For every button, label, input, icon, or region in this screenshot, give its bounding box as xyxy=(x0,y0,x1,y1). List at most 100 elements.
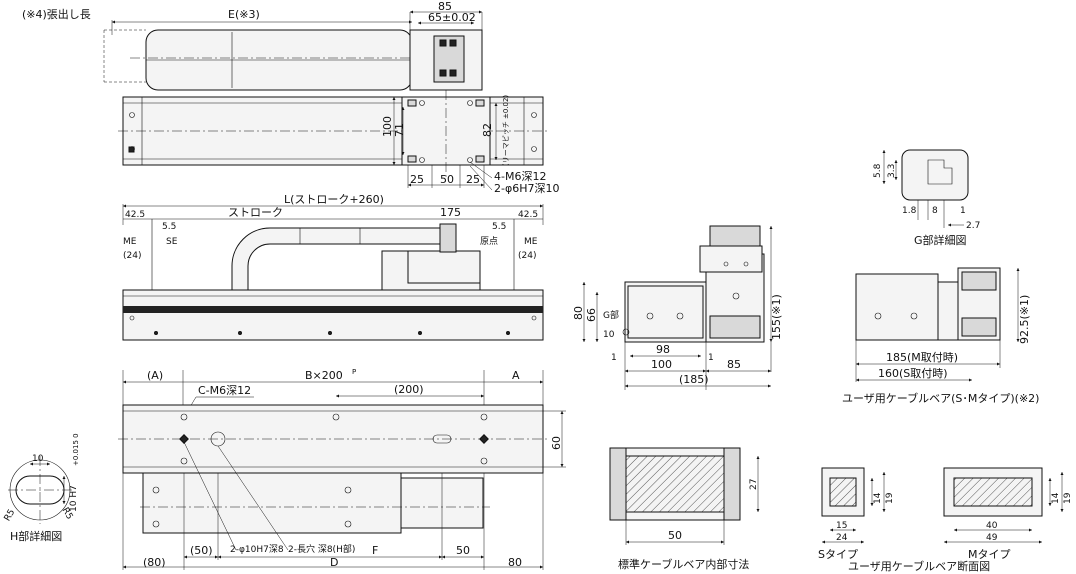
d33-label: 3.3 xyxy=(887,164,897,178)
a-left-label: (A) xyxy=(147,369,163,382)
m185-label: 185(M取付時) xyxy=(886,351,958,364)
a-right-label: A xyxy=(512,369,520,382)
d185-label: (185) xyxy=(679,373,709,386)
s-type-inner xyxy=(829,477,857,507)
pin-bottom-label: 2-φ10H7深8 xyxy=(230,544,284,555)
end-view: 155(※1) 80 66 G部 10 1 98 1 100 85 (185) xyxy=(572,225,783,390)
me-right-label: ME xyxy=(524,237,538,247)
side-view: L(ストローク+260) 42.5 5.5 ストローク 175 5.5 42.5… xyxy=(122,193,544,341)
d25a-label: 25 xyxy=(410,173,424,186)
f-label: F xyxy=(372,544,378,557)
rail-pitch-label: (リーマピッチ ±0.02) xyxy=(502,95,510,166)
g-detail: 5.8 3.3 1.8 8 1 2.7 G部詳細図 xyxy=(873,149,980,247)
h82-label: 82 xyxy=(481,123,494,137)
bottom-view: (A) B×200 P A (200) C-M6深12 60 2-φ10H7深8 xyxy=(118,368,566,570)
d98-label: 98 xyxy=(656,343,670,356)
s-w15-label: 15 xyxy=(836,521,847,531)
motor-bracket xyxy=(142,472,402,534)
m-type-label: Mタイプ xyxy=(968,548,1011,561)
overhang-label: (※4)張出し長 xyxy=(22,7,91,21)
s-type-section: 14 19 15 24 Sタイプ xyxy=(818,467,895,561)
m-w49-label: 49 xyxy=(986,533,998,543)
h-tol-label: +0.015 0 xyxy=(72,433,80,466)
d1b-label: 1 xyxy=(708,353,714,363)
d175-label: 175 xyxy=(440,206,461,219)
g-part-label: G部 xyxy=(603,309,619,321)
d58-label: 5.8 xyxy=(873,163,883,178)
s-w24-label: 24 xyxy=(836,533,848,543)
h-detail-caption: H部詳細図 xyxy=(10,529,62,543)
tap-top-label: 4-M6深12 xyxy=(494,170,546,183)
g-detail-caption: G部詳細図 xyxy=(914,233,967,247)
e-dimension: E(※3) xyxy=(228,8,260,21)
origin-label: 原点 xyxy=(480,236,498,247)
h925-label: 92.5(※1) xyxy=(1018,295,1031,344)
d18-label: 1.8 xyxy=(902,206,917,216)
h155-label: 155(※1) xyxy=(770,294,783,340)
s160-label: 160(S取付時) xyxy=(878,367,948,380)
d8-label: 8 xyxy=(932,206,938,216)
m-type-section: 14 19 40 49 Mタイプ ユーザ用ケーブルベア断面図 xyxy=(848,467,1073,573)
h-h10-label: 10 H7 xyxy=(69,485,79,512)
se-label: SE xyxy=(166,237,178,247)
h66-label: 66 xyxy=(585,308,598,322)
d1a-label: 1 xyxy=(611,353,617,363)
stroke-label: ストローク xyxy=(228,206,283,219)
w65-label: 65±0.02 xyxy=(428,11,476,24)
r5a-label: R5 xyxy=(3,508,18,523)
h10-label: 10 xyxy=(603,330,615,340)
h100-label: 100 xyxy=(381,116,394,137)
s-type-label: Sタイプ xyxy=(818,548,858,561)
cable-loop xyxy=(231,227,441,291)
pin-top-label: 2-φ6H7深10 xyxy=(494,182,560,195)
std-cable-caption: 標準ケーブルベア内部寸法 xyxy=(618,557,749,571)
s-h14-label: 14 xyxy=(873,492,883,504)
d-dim-label: D xyxy=(330,556,338,569)
s-h19-label: 19 xyxy=(885,492,895,504)
h-detail: 10 10 H7 +0.015 0 R5 R5 H部詳細図 xyxy=(3,433,80,543)
top-view: (※4)張出し長 E(※3) 85 65±0.02 xyxy=(22,0,560,195)
d50a-label: (50) xyxy=(190,544,213,557)
belt-cover xyxy=(123,306,543,313)
l-dimension: L(ストローク+260) xyxy=(284,193,384,206)
slot-label: 2-長穴 深8(H部) xyxy=(288,543,355,555)
user-cable-caption: ユーザ用ケーブルベア(S･Mタイプ)(※2) xyxy=(842,391,1039,405)
d80l-label: (80) xyxy=(143,556,166,569)
std-cable-section: 27 50 標準ケーブルベア内部寸法 xyxy=(609,447,760,571)
m-type-caption: ユーザ用ケーブルベア断面図 xyxy=(848,559,990,573)
d25b-label: 25 xyxy=(466,173,480,186)
d1-label: 1 xyxy=(960,206,966,216)
d42r-label: 42.5 xyxy=(518,210,538,220)
g-profile xyxy=(901,149,969,201)
d24l-label: (24) xyxy=(123,251,141,261)
h-w10-label: 10 xyxy=(32,454,44,464)
d27-label: 2.7 xyxy=(966,221,980,231)
std-w50-label: 50 xyxy=(668,529,682,542)
m-type-inner xyxy=(953,477,1033,507)
m-h19-label: 19 xyxy=(1063,492,1073,504)
d42l-label: 42.5 xyxy=(125,210,145,220)
d55l-label: 5.5 xyxy=(162,222,176,232)
w85-label: 85 xyxy=(438,0,452,13)
tap-bottom-label: C-M6深12 xyxy=(198,384,251,397)
h60-label: 60 xyxy=(550,436,563,450)
d85-label: 85 xyxy=(727,358,741,371)
d100-label: 100 xyxy=(651,358,672,371)
h80-label: 80 xyxy=(572,306,585,320)
std-h27-label: 27 xyxy=(749,479,759,490)
d55r-label: 5.5 xyxy=(492,222,506,232)
d50b-label: 50 xyxy=(456,544,470,557)
user-cable-body xyxy=(855,273,939,341)
d80r-label: 80 xyxy=(508,556,522,569)
b200-label: B×200 xyxy=(305,369,343,382)
b200-sup-label: P xyxy=(352,368,356,376)
std-cable-inner xyxy=(625,455,725,513)
m-w40-label: 40 xyxy=(986,521,998,531)
d24r-label: (24) xyxy=(518,251,536,261)
m-h14-label: 14 xyxy=(1051,492,1061,504)
d50-label: 50 xyxy=(440,173,454,186)
me-left-label: ME xyxy=(123,237,137,247)
actuator-body-side xyxy=(122,289,544,341)
h71-label: 71 xyxy=(393,123,406,137)
